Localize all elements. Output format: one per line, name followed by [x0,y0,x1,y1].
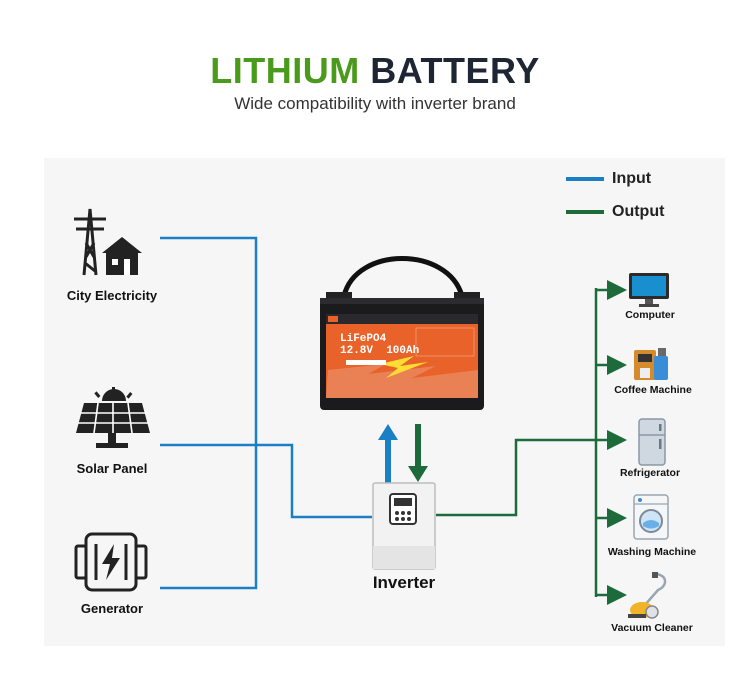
coffee-machine-icon [634,348,668,380]
load-label-washing: Washing Machine [607,546,697,558]
battery-input-arrow [378,424,398,484]
generator-icon [74,532,148,592]
legend-output-label: Output [612,203,665,220]
input-wire-city [160,236,258,590]
washing-machine-icon [633,494,669,540]
load-label-computer: Computer [625,309,675,321]
legend-input-swatch [566,177,604,181]
power-tower-house-icon [74,208,142,276]
source-label-city: City Electricity [66,288,158,303]
vacuum-cleaner-icon [628,572,667,619]
load-label-vacuum: Vacuum Cleaner [611,622,693,634]
legend-output-swatch [566,210,604,214]
page-title: LITHIUM BATTERY [0,50,750,92]
load-label-refrigerator: Refrigerator [619,467,681,479]
title-battery: BATTERY [370,50,540,91]
lithium-battery-icon [320,256,484,410]
input-wire-solar [160,443,372,519]
title-lithium: LITHIUM [210,50,360,91]
source-label-generator: Generator [80,601,144,616]
output-wire-main [436,438,596,517]
refrigerator-icon [638,418,666,466]
battery-spec-label: 12.8V 100Ah [340,345,420,357]
battery-output-arrow [408,424,428,482]
inverter-label: Inverter [372,573,436,592]
inverter-icon [372,482,436,570]
load-label-coffee: Coffee Machine [614,384,692,396]
battery-chemistry-label: LiFePO4 [340,333,387,345]
page-subtitle: Wide compatibility with inverter brand [234,94,516,113]
solar-panel-icon [76,387,150,448]
legend-input-label: Input [612,170,652,187]
computer-monitor-icon [629,273,669,307]
source-label-solar: Solar Panel [76,461,148,476]
